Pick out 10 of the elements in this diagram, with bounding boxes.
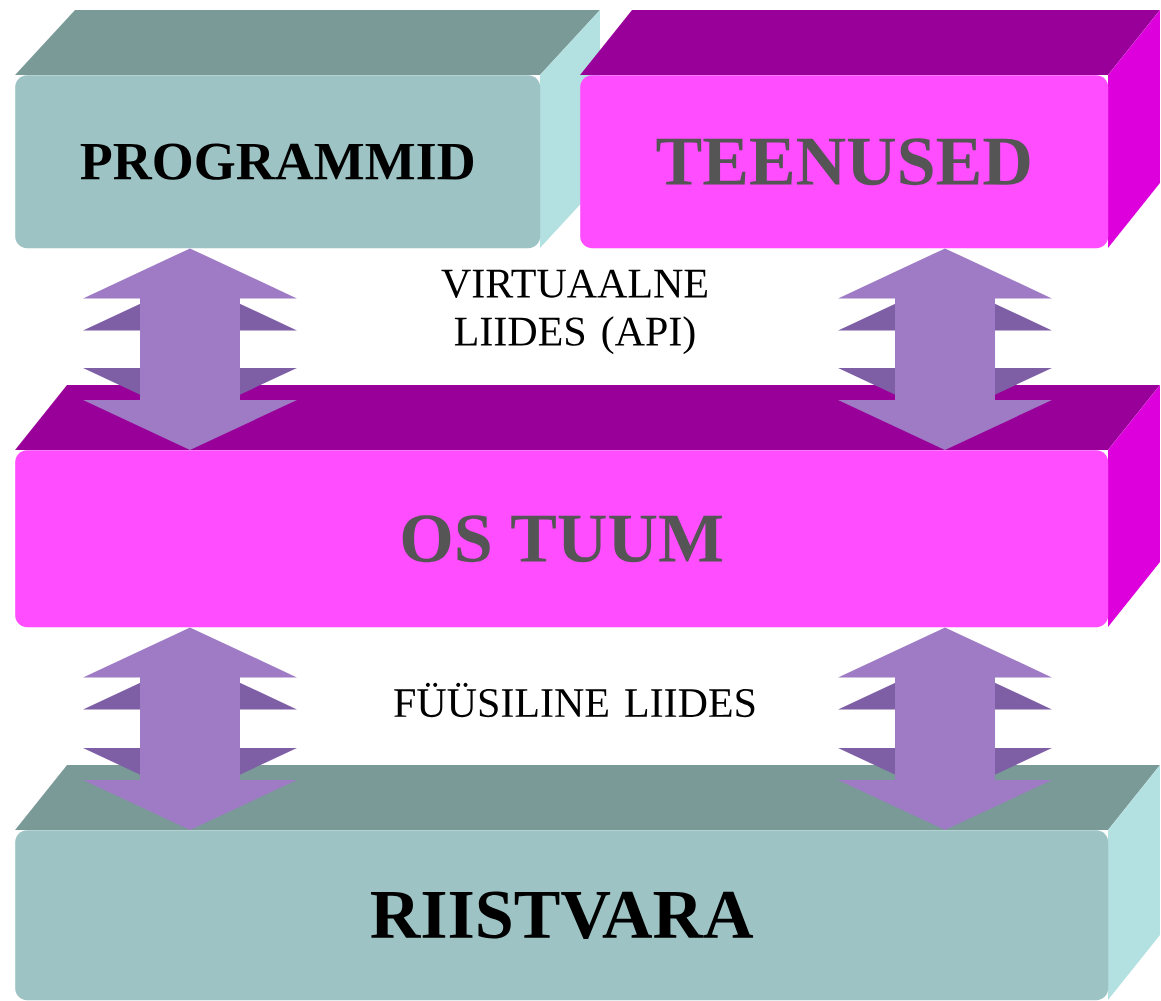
- interface-label: FÜÜSILINE LIIDES: [394, 682, 755, 718]
- interface-label: VIRTUAALNE LIIDES (API): [441, 269, 707, 355]
- double-arrow: [83, 627, 297, 830]
- double-arrow: [838, 248, 1052, 450]
- layer-box: RIISTVARA: [15, 765, 1160, 1001]
- double-arrow: [838, 627, 1052, 830]
- layer-box: TEENUSED: [580, 10, 1160, 249]
- double-arrow: [83, 248, 297, 450]
- layer-box: PROGRAMMID: [15, 10, 600, 249]
- layer-box: OS TUUM: [15, 385, 1160, 628]
